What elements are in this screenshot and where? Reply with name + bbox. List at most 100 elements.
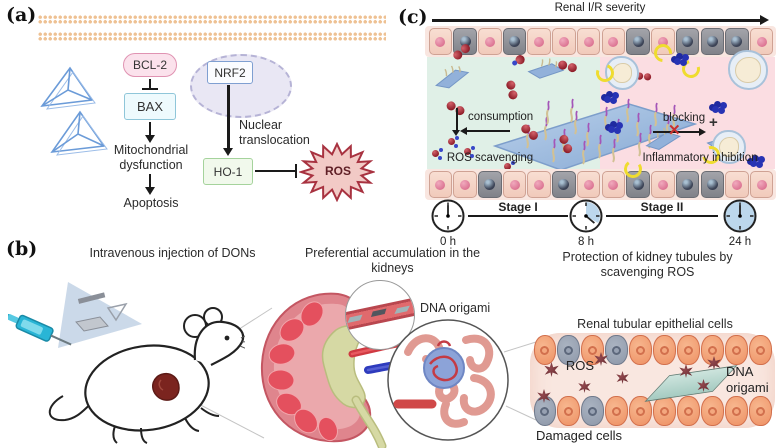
damaged-cell bbox=[675, 28, 700, 55]
healthy-cell bbox=[700, 335, 724, 365]
vessel-inset bbox=[345, 280, 415, 350]
bottom-epithelium-row bbox=[428, 171, 774, 198]
damaged-cells-label: Damaged cells bbox=[536, 428, 622, 443]
consumption-label: consumption bbox=[468, 111, 534, 123]
arrow-mito-apoptosis bbox=[149, 174, 151, 187]
healthy-cell bbox=[428, 171, 453, 198]
arrowhead-mito-apoptosis bbox=[145, 187, 155, 195]
cytokine-cluster bbox=[674, 58, 681, 65]
panel-c-label: (c) bbox=[398, 6, 428, 28]
damaged-cell bbox=[552, 171, 576, 198]
cytokine-cluster bbox=[608, 126, 615, 133]
healthy-cell bbox=[601, 171, 626, 198]
stage1-label: Stage I bbox=[498, 200, 538, 214]
damaged-cell bbox=[502, 28, 527, 55]
blocking-label: blocking bbox=[662, 112, 706, 124]
healthy-cell bbox=[527, 28, 551, 55]
inhibit-line-bcl2-bax bbox=[149, 79, 151, 88]
plus-sign: + bbox=[709, 114, 718, 131]
damaged-cell bbox=[700, 28, 725, 55]
inhibit-bar-bcl2-bax bbox=[142, 88, 158, 90]
consumption-left-line bbox=[466, 130, 510, 132]
damaged-cell bbox=[581, 396, 605, 426]
origami-label-tubule: DNA origami bbox=[726, 364, 769, 395]
ros-label-a: ROS bbox=[324, 164, 351, 178]
damaged-cell bbox=[626, 28, 650, 55]
panel-b-label: (b) bbox=[6, 238, 38, 260]
immune-cell bbox=[728, 50, 768, 90]
bax-node: BAX bbox=[124, 93, 176, 120]
clock-0h-icon bbox=[431, 199, 465, 233]
mouse-illustration bbox=[48, 307, 245, 444]
healthy-cell bbox=[748, 335, 772, 365]
healthy-cell bbox=[700, 396, 724, 426]
arrowhead-bax-mito bbox=[145, 135, 155, 143]
blocking-arrowhead bbox=[699, 128, 706, 136]
tubule-top-row bbox=[533, 335, 772, 365]
time-0h-label: 0 h bbox=[440, 236, 456, 248]
damaged-cell bbox=[453, 28, 477, 55]
arrowhead-nrf2-ho1 bbox=[223, 148, 233, 156]
cytokine-cluster bbox=[712, 106, 719, 113]
healthy-cell bbox=[576, 171, 601, 198]
syringe-icon bbox=[8, 314, 72, 346]
nrf2-node: NRF2 bbox=[207, 61, 253, 84]
damaged-cell bbox=[533, 396, 557, 426]
healthy-cell bbox=[651, 28, 675, 55]
healthy-cell bbox=[453, 171, 477, 198]
arrow-bax-mito bbox=[149, 122, 151, 135]
panel-a-label: (a) bbox=[6, 4, 37, 26]
healthy-cell bbox=[502, 171, 527, 198]
injection-zoom-triangle bbox=[58, 282, 142, 348]
arrow-nrf2-ho1 bbox=[227, 85, 230, 148]
vessel-origami-label: DNA origami bbox=[420, 301, 491, 315]
apoptosis-label: Apoptosis bbox=[123, 196, 179, 210]
damaged-cell bbox=[700, 171, 725, 198]
healthy-cell bbox=[629, 335, 653, 365]
healthy-cell bbox=[478, 28, 502, 55]
tubule-bottom-row bbox=[533, 396, 772, 426]
origami-in-vessel bbox=[394, 305, 410, 315]
healthy-cell bbox=[676, 396, 700, 426]
healthy-cell bbox=[533, 335, 557, 365]
consumption-left-arrowhead bbox=[460, 127, 467, 135]
clock-24h-icon bbox=[723, 199, 757, 233]
nuclear-translocation-label: Nuclear translocation bbox=[239, 118, 310, 147]
bcl2-node: BCL-2 bbox=[123, 53, 177, 77]
severity-arrowhead bbox=[760, 15, 769, 25]
healthy-cell bbox=[724, 396, 748, 426]
healthy-cell bbox=[653, 396, 676, 426]
healthy-cell bbox=[601, 28, 626, 55]
cell-membrane-bottom-leaflet bbox=[38, 32, 386, 41]
healthy-cell bbox=[748, 396, 772, 426]
time-24h-label: 24 h bbox=[728, 236, 752, 248]
immune-cell bbox=[605, 56, 639, 90]
protection-caption: Protection of kidney tubules by scavengi… bbox=[562, 250, 733, 279]
time-8h-label: 8 h bbox=[578, 236, 594, 248]
tubule-title: Renal tubular epithelial cells bbox=[577, 317, 733, 331]
blocked-x-icon: ✕ bbox=[668, 122, 681, 139]
ros-label-tubule: ROS bbox=[565, 358, 595, 373]
healthy-cell bbox=[676, 335, 700, 365]
renal-severity-label: Renal I/R severity bbox=[554, 2, 646, 14]
healthy-cell bbox=[725, 171, 749, 198]
healthy-cell bbox=[605, 396, 629, 426]
damaged-cell bbox=[557, 335, 581, 365]
damaged-cell bbox=[478, 171, 502, 198]
healthy-cell bbox=[557, 396, 581, 426]
cell-membrane-top-leaflet bbox=[38, 15, 386, 24]
cytokine-cluster bbox=[604, 96, 611, 103]
healthy-cell bbox=[629, 396, 653, 426]
top-epithelium-row bbox=[428, 28, 774, 55]
consumption-down-line bbox=[456, 108, 458, 130]
ho1-node: HO-1 bbox=[203, 158, 253, 185]
healthy-cell bbox=[527, 171, 551, 198]
stage2-line bbox=[606, 215, 718, 217]
healthy-cell bbox=[749, 171, 774, 198]
stage2-label: Stage II bbox=[640, 200, 684, 214]
healthy-cell bbox=[576, 28, 601, 55]
ros-scavenging-label: ROS scavenging bbox=[446, 152, 534, 164]
damaged-cell bbox=[675, 171, 700, 198]
blocking-arrow-line bbox=[653, 131, 699, 133]
